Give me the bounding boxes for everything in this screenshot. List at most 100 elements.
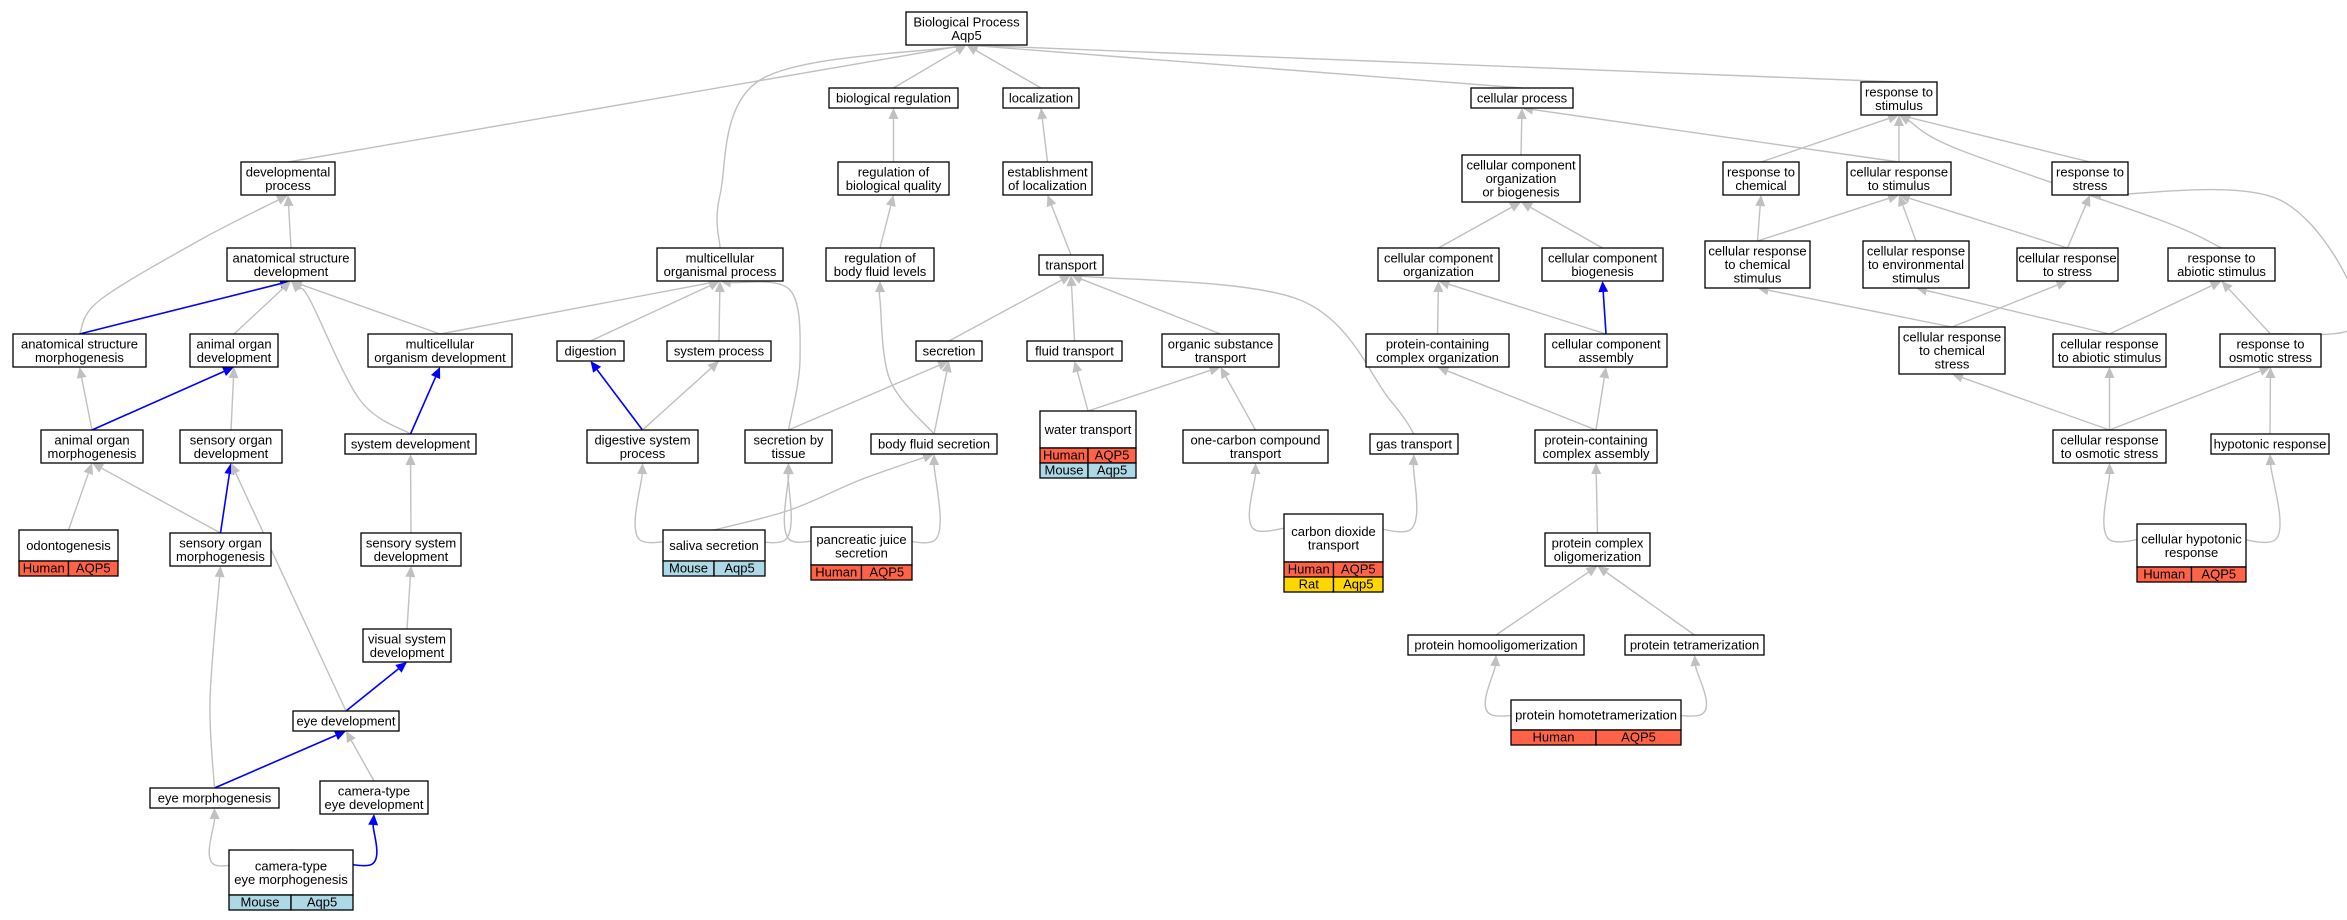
node-localization[interactable]: localization xyxy=(1002,87,1080,109)
arrowhead xyxy=(941,361,952,373)
node-hypotonic-response[interactable]: hypotonic response xyxy=(2210,433,2330,455)
node-box xyxy=(1862,240,1970,289)
node-cellular-process[interactable]: cellular process xyxy=(1470,87,1574,109)
gene-label: AQP5 xyxy=(1095,448,1130,463)
edge-visual-system-development-to-sensory-system-development xyxy=(406,576,412,630)
edge-cellular-response-to-chemical-stimulus-to-response-to-chemical xyxy=(1756,205,1761,242)
node-label: protein-containing xyxy=(1386,336,1489,351)
node-secretion[interactable]: secretion xyxy=(915,340,983,362)
node-box xyxy=(1541,247,1664,282)
node-fluid-transport[interactable]: fluid transport xyxy=(1026,340,1123,362)
node-system-development[interactable]: system development xyxy=(344,433,477,455)
node-biological-regulation[interactable]: biological regulation xyxy=(828,87,959,109)
node-transport[interactable]: transport xyxy=(1038,254,1104,276)
node-label: biogenesis xyxy=(1571,264,1634,279)
node-box xyxy=(40,429,144,464)
node-box xyxy=(1039,410,1137,449)
edge-sensory-organ-morphogenesis-to-sensory-organ-development xyxy=(219,473,231,534)
node-label: cellular response xyxy=(2060,432,2158,447)
node-body-fluid-secretion[interactable]: body fluid secretion xyxy=(870,433,998,455)
node-label: fluid transport xyxy=(1035,344,1114,359)
edge-organic-substance-transport-to-transport xyxy=(1080,278,1221,335)
arrowhead xyxy=(1755,195,1766,207)
node-protein-homooligomerization[interactable]: protein homooligomerization xyxy=(1407,634,1585,656)
node-box xyxy=(1369,433,1459,455)
arrowhead xyxy=(1516,108,1527,120)
node-eye-morphogenesis[interactable]: eye morphogenesis xyxy=(149,787,280,809)
arrowhead xyxy=(1408,454,1419,466)
node-label: transport xyxy=(1045,258,1097,273)
node-digestion[interactable]: digestion xyxy=(556,340,625,362)
arrowhead xyxy=(1250,463,1261,475)
edge-protein-containing-complex-assembly-to-protein-containing-complex-organization xyxy=(1447,370,1597,431)
node-eye-development[interactable]: eye development xyxy=(292,710,400,732)
arrowhead xyxy=(1886,113,1899,124)
node-label: anatomical structure xyxy=(232,250,349,265)
edge-water-transport-to-organic-substance-transport xyxy=(1087,369,1211,412)
node-box xyxy=(362,628,452,663)
node-label: hypotonic response xyxy=(2214,437,2327,452)
node-protein-tetramerization[interactable]: protein tetramerization xyxy=(1624,634,1765,656)
node-gas-transport[interactable]: gas transport xyxy=(1369,433,1459,455)
node-box xyxy=(1898,326,2006,375)
edge-establishment-of-localization-to-localization xyxy=(1041,118,1049,163)
node-label: regulation of xyxy=(858,164,930,179)
node-box xyxy=(1182,429,1329,464)
edge-cellular-component-organization-to-ccob xyxy=(1438,206,1512,249)
node-label: Aqp5 xyxy=(951,28,981,43)
node-box xyxy=(1544,532,1651,567)
node-label: response to xyxy=(1727,164,1795,179)
node-label: transport xyxy=(1195,350,1247,365)
arrowhead xyxy=(1521,202,1534,212)
species-label: Mouse xyxy=(1044,463,1083,478)
node-system-process[interactable]: system process xyxy=(666,340,772,362)
